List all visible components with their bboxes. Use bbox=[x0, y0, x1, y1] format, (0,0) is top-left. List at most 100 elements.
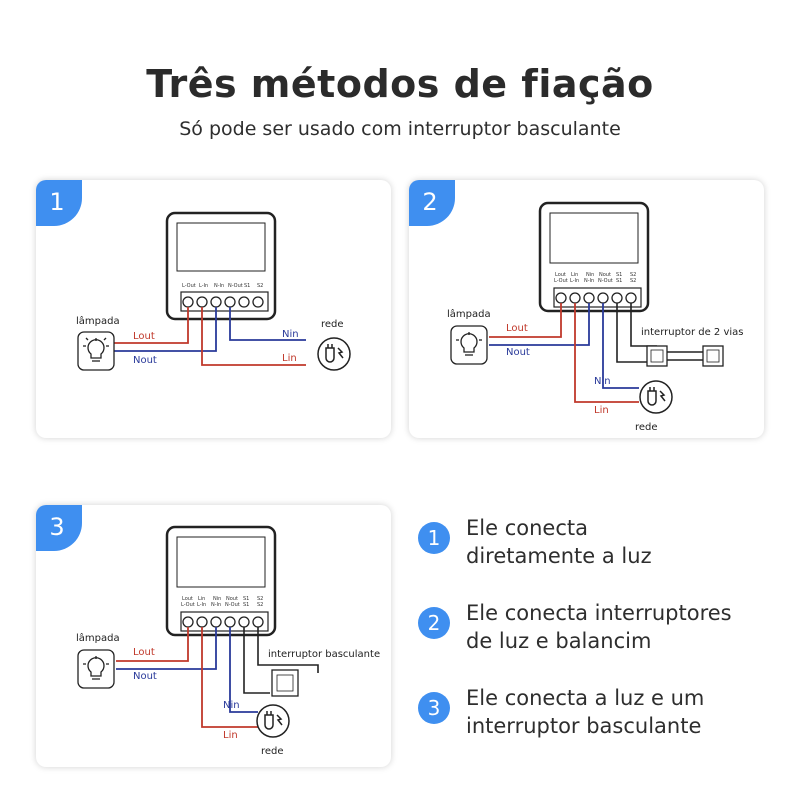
lightbulb-icon bbox=[83, 656, 109, 680]
wiring-panel-1: L-Out L-In N-In N-Out S1 S2 lâmpada bbox=[36, 180, 391, 438]
lin-label: Lin bbox=[594, 405, 609, 416]
terminal-label: Nout bbox=[226, 596, 238, 602]
terminal-label: Lin bbox=[198, 596, 205, 602]
grid-label: rede bbox=[635, 422, 658, 433]
wire-nin bbox=[602, 303, 639, 389]
wiring-panel-3: Lout Lin Nin Nout S1 S2 L-Out L-In N-In … bbox=[36, 505, 391, 767]
rocker-switch bbox=[271, 669, 299, 697]
wiring-diagram-2: Lout Lin Nin Nout S1 S2 L-Out L-In N-In … bbox=[447, 201, 744, 433]
nin-label: Nin bbox=[594, 376, 611, 387]
terminal-label: S2 bbox=[257, 602, 263, 608]
terminal-label: Lout bbox=[555, 272, 566, 278]
terminal-label: S1 bbox=[243, 596, 249, 602]
wiring-panel-2: Lout Lin Nin Nout S1 S2 L-Out L-In N-In … bbox=[409, 180, 764, 438]
terminal-label: L-In bbox=[570, 278, 579, 284]
terminal-label: Nin bbox=[586, 272, 594, 278]
wire-s1 bbox=[243, 627, 270, 694]
terminal-label: S1 bbox=[244, 283, 250, 289]
legend-item-1: 1 Ele conecta diretamente a luz bbox=[418, 514, 788, 574]
legend-item-3: 3 Ele conecta a luz e um interruptor bas… bbox=[418, 684, 788, 744]
terminal-label: L-In bbox=[199, 283, 208, 289]
grid-label: rede bbox=[321, 319, 344, 330]
wire-s1 bbox=[616, 303, 654, 363]
legend-number-badge: 1 bbox=[418, 522, 450, 554]
lamp-label: lâmpada bbox=[447, 308, 491, 320]
module-window bbox=[549, 212, 639, 264]
module-window bbox=[176, 536, 266, 588]
plug-icon bbox=[647, 387, 666, 406]
terminal-label: Nout bbox=[599, 272, 611, 278]
terminal-label: S2 bbox=[257, 283, 263, 289]
nout-label: Nout bbox=[133, 355, 157, 366]
terminal-label: N-In bbox=[214, 283, 224, 289]
terminal-screws bbox=[182, 296, 264, 308]
wire-lin bbox=[201, 627, 258, 728]
module-window bbox=[176, 222, 266, 272]
legend-number-badge: 3 bbox=[418, 692, 450, 724]
wire-lin bbox=[201, 307, 306, 366]
wire-lout bbox=[99, 307, 189, 344]
terminal-label: S2 bbox=[630, 272, 636, 278]
lin-label: Lin bbox=[282, 353, 297, 364]
terminal-label: S2 bbox=[630, 278, 636, 284]
legend-line: Ele conecta a luz e um bbox=[466, 686, 705, 710]
legend-line: Ele conecta interruptores bbox=[466, 601, 732, 625]
wire-s2 bbox=[257, 627, 319, 673]
terminal-label: N-Out bbox=[598, 278, 613, 284]
legend-number-badge: 2 bbox=[418, 607, 450, 639]
lin-label: Lin bbox=[223, 730, 238, 741]
wiring-diagram-1: L-Out L-In N-In N-Out S1 S2 lâmpada bbox=[76, 211, 351, 371]
plug-icon bbox=[325, 344, 344, 363]
wire-nout bbox=[99, 307, 217, 352]
terminal-label: N-In bbox=[211, 602, 221, 608]
terminal-label: N-Out bbox=[228, 283, 243, 289]
rocker-switch-label: interruptor basculante bbox=[268, 649, 380, 660]
terminal-label: L-In bbox=[197, 602, 206, 608]
lamp-box bbox=[77, 649, 115, 689]
wire-nout bbox=[116, 627, 217, 670]
terminal-label: Lout bbox=[182, 596, 193, 602]
legend-line: de luz e balancim bbox=[466, 629, 652, 653]
switch-rocker bbox=[276, 674, 294, 692]
nin-label: Nin bbox=[282, 329, 299, 340]
wire-lout bbox=[116, 627, 189, 662]
terminal-label: L-Out bbox=[182, 283, 196, 289]
lamp-box bbox=[77, 331, 115, 371]
page-title: Três métodos de fiação bbox=[146, 62, 654, 106]
wire-lout bbox=[489, 303, 562, 338]
lamp-label: lâmpada bbox=[76, 315, 120, 327]
wire-nin bbox=[229, 627, 258, 713]
lamp-box bbox=[450, 325, 488, 365]
terminal-label: Lin bbox=[571, 272, 578, 278]
lout-label: Lout bbox=[133, 647, 155, 658]
terminal-label: Nin bbox=[213, 596, 221, 602]
lightbulb-icon bbox=[456, 332, 482, 356]
terminal-label: S1 bbox=[616, 272, 622, 278]
legend-line: Ele conecta bbox=[466, 516, 588, 540]
lamp-label: lâmpada bbox=[76, 632, 120, 644]
terminal-screws bbox=[555, 292, 637, 304]
terminal-label: S2 bbox=[257, 596, 263, 602]
legend-text: Ele conecta interruptores de luz e balan… bbox=[466, 599, 786, 655]
wiring-diagram-3: Lout Lin Nin Nout S1 S2 L-Out L-In N-In … bbox=[76, 525, 380, 757]
legend-item-2: 2 Ele conecta interruptores de luz e bal… bbox=[418, 599, 788, 659]
nout-label: Nout bbox=[506, 347, 530, 358]
terminal-label: L-Out bbox=[554, 278, 568, 284]
wire-nout bbox=[489, 303, 590, 346]
legend-line: diretamente a luz bbox=[466, 544, 652, 568]
nout-label: Nout bbox=[133, 671, 157, 682]
legend-text: Ele conecta diretamente a luz bbox=[466, 514, 786, 570]
switch-rocker bbox=[706, 349, 720, 363]
grid-label: rede bbox=[261, 746, 284, 757]
plug-icon bbox=[264, 711, 283, 730]
terminal-label: S1 bbox=[243, 602, 249, 608]
wire-nin bbox=[229, 307, 306, 341]
terminal-label: L-Out bbox=[181, 602, 195, 608]
terminal-label: N-Out bbox=[225, 602, 240, 608]
wire-lin bbox=[574, 303, 639, 403]
two-way-switch-label: interruptor de 2 vias bbox=[641, 327, 744, 338]
switch-rocker bbox=[650, 349, 664, 363]
legend-line: interruptor basculante bbox=[466, 714, 702, 738]
terminal-label: S1 bbox=[616, 278, 622, 284]
lightbulb-icon bbox=[83, 337, 109, 362]
